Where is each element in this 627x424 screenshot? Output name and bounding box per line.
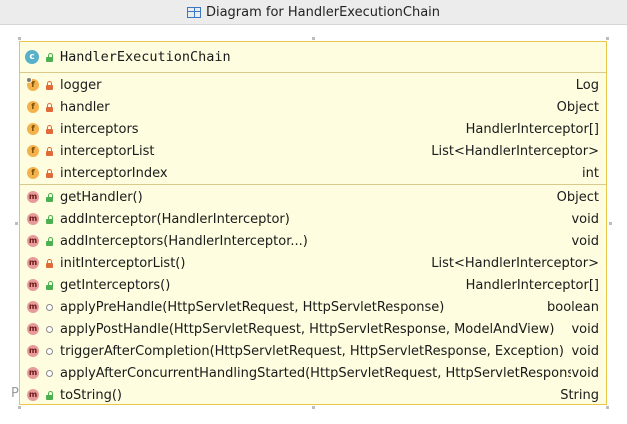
method-row-name: toString() — [60, 387, 122, 403]
method-row-name: applyAfterConcurrentHandlingStarted(Http… — [60, 365, 572, 381]
public-visibility-icon — [44, 213, 54, 225]
private-visibility-icon — [44, 257, 54, 269]
method-row-type: void — [571, 233, 599, 249]
field-icon: f — [27, 167, 39, 179]
methods-section: m getHandler() Object m addInterceptor(Handl… — [20, 186, 606, 406]
public-visibility-icon — [44, 279, 54, 291]
class-header: c HandlerExecutionChain — [20, 42, 606, 73]
method-row-name: initInterceptorList() — [60, 255, 186, 271]
field-row[interactable]: f interceptors HandlerInterceptor[] — [20, 118, 606, 140]
method-row[interactable]: m addInterceptors(HandlerInterceptor...) v… — [20, 230, 606, 252]
public-visibility-icon — [44, 235, 54, 247]
resize-handle-top[interactable] — [312, 37, 315, 40]
resize-handle-right[interactable] — [609, 222, 612, 225]
field-row-type: int — [582, 165, 599, 181]
field-icon: f — [27, 123, 39, 135]
method-row[interactable]: m initInterceptorList() List<HandlerInterc… — [20, 252, 606, 274]
method-row-type: void — [571, 211, 599, 227]
method-row[interactable]: m triggerAfterCompletion(HttpServletReque… — [20, 340, 606, 362]
field-row-name: interceptors — [60, 121, 139, 137]
field-row-type: Log — [575, 77, 599, 93]
public-visibility-icon — [44, 389, 54, 401]
private-visibility-icon — [44, 123, 54, 135]
resize-handle-left[interactable] — [15, 222, 18, 225]
private-visibility-icon — [44, 145, 54, 157]
resize-handle-top-right[interactable] — [606, 37, 609, 40]
method-icon: m — [27, 301, 39, 313]
method-row[interactable]: m getHandler() Object — [20, 186, 606, 208]
resize-handle-bottom[interactable] — [312, 406, 315, 409]
private-visibility-icon — [44, 167, 54, 179]
field-icon: f — [27, 145, 39, 157]
resize-handle-top-left[interactable] — [18, 37, 21, 40]
window-titlebar: Diagram for HandlerExecutionChain — [0, 0, 627, 25]
method-icon: m — [27, 213, 39, 225]
method-icon: m — [27, 367, 39, 379]
method-row-name: getInterceptors() — [60, 277, 171, 293]
field-row[interactable]: f interceptorIndex int — [20, 162, 606, 184]
private-visibility-icon — [44, 79, 54, 91]
field-row-name: logger — [60, 77, 102, 93]
package-visibility-icon — [44, 345, 54, 357]
field-row-type: Object — [556, 99, 599, 115]
method-icon: m — [27, 257, 39, 269]
method-row-name: addInterceptors(HandlerInterceptor...) — [60, 233, 308, 249]
private-visibility-icon — [44, 101, 54, 113]
window-title: Diagram for HandlerExecutionChain — [205, 4, 441, 20]
method-icon: m — [27, 323, 39, 335]
fields-section: f logger Log f handler Object f interceptors Han… — [20, 74, 606, 185]
method-row-type: boolean — [547, 299, 599, 315]
static-marker-icon — [26, 77, 32, 83]
class-icon: c — [25, 50, 39, 64]
method-row-type: Object — [556, 189, 599, 205]
resize-handle-bottom-left[interactable] — [18, 406, 21, 409]
method-row-type: void — [571, 321, 599, 337]
method-icon: m — [27, 345, 39, 357]
resize-handle-bottom-right[interactable] — [606, 406, 609, 409]
method-row-type: void — [571, 343, 599, 359]
method-icon: m — [27, 191, 39, 203]
method-row-name: applyPreHandle(HttpServletRequest, HttpS… — [60, 299, 445, 315]
field-row-name: interceptorList — [60, 143, 155, 159]
method-row-type: void — [571, 365, 599, 381]
package-visibility-icon — [44, 367, 54, 379]
field-row[interactable]: f interceptorList List<HandlerInterceptor> — [20, 140, 606, 162]
package-visibility-icon — [44, 301, 54, 313]
package-visibility-icon — [44, 323, 54, 335]
method-row[interactable]: m applyPreHandle(HttpServletRequest, Http… — [20, 296, 606, 318]
public-visibility-icon — [44, 191, 54, 203]
method-row-name: triggerAfterCompletion(HttpServletReques… — [60, 343, 564, 359]
field-row-type: HandlerInterceptor[] — [465, 121, 599, 137]
field-row[interactable]: f handler Object — [20, 96, 606, 118]
field-row-name: handler — [60, 99, 110, 115]
method-icon: m — [27, 279, 39, 291]
method-row-name: getHandler() — [60, 189, 143, 205]
method-row-type: HandlerInterceptor[] — [465, 277, 599, 293]
field-row-name: interceptorIndex — [60, 165, 168, 181]
method-row[interactable]: m addInterceptor(HandlerInterceptor) void — [20, 208, 606, 230]
method-row-name: addInterceptor(HandlerInterceptor) — [60, 211, 290, 227]
field-icon: f — [27, 101, 39, 113]
method-row[interactable]: m getInterceptors() HandlerInterceptor[] — [20, 274, 606, 296]
class-name: HandlerExecutionChain — [60, 49, 231, 65]
method-row-type: List<HandlerInterceptor> — [431, 255, 599, 271]
diagram-icon — [186, 6, 201, 18]
method-row-type: String — [560, 387, 599, 403]
method-row-name: applyPostHandle(HttpServletRequest, Http… — [60, 321, 555, 337]
method-row[interactable]: m applyPostHandle(HttpServletRequest, Htt… — [20, 318, 606, 340]
field-row-type: List<HandlerInterceptor> — [431, 143, 599, 159]
public-visibility-icon — [44, 51, 54, 63]
class-node[interactable]: c HandlerExecutionChain f logger Log f handl… — [19, 41, 607, 405]
method-icon: m — [27, 389, 39, 401]
method-row[interactable]: m applyAfterConcurrentHandlingStarted(Htt… — [20, 362, 606, 384]
method-icon: m — [27, 235, 39, 247]
method-row[interactable]: m toString() String — [20, 384, 606, 406]
